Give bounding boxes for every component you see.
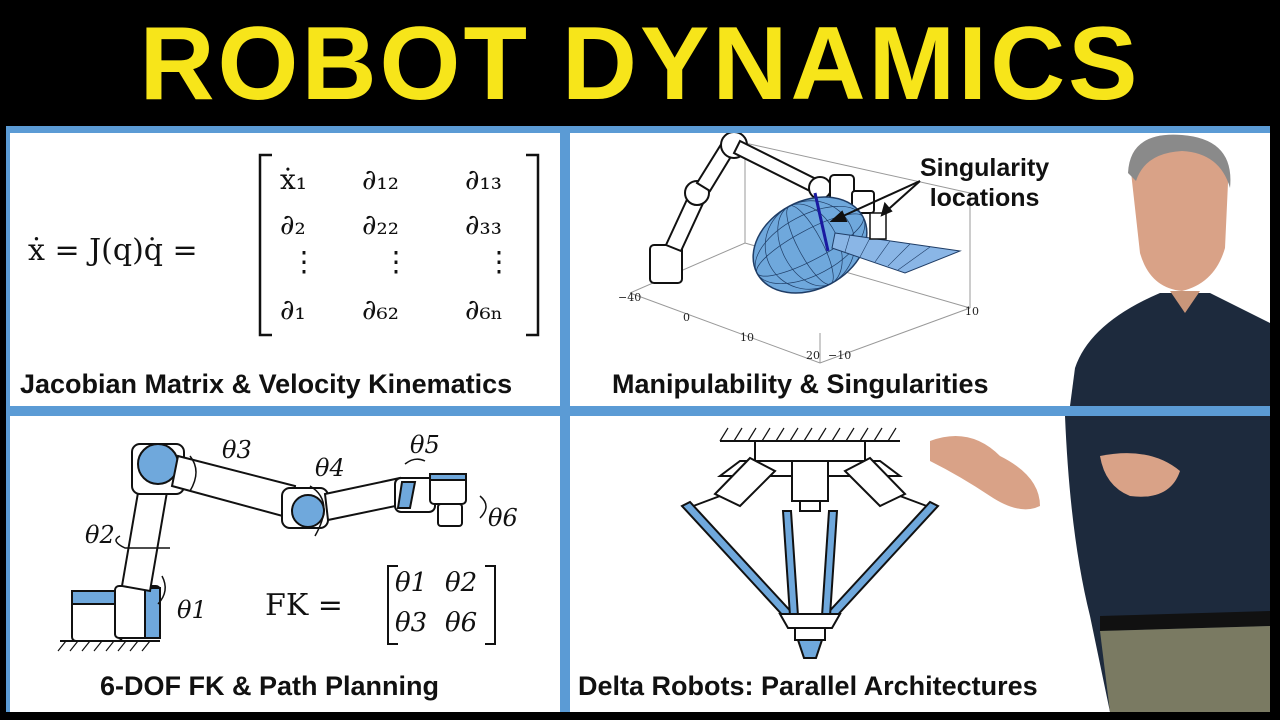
joint-label-theta4: θ4	[315, 454, 345, 482]
jacobian-cell-42: ∂₆₂	[362, 293, 399, 326]
title-banner: ROBOT DYNAMICS	[0, 0, 1280, 126]
tick-label: 0	[683, 311, 690, 324]
manipulability-plot	[629, 133, 971, 364]
jacobian-cell-43: ∂₆ₙ	[465, 293, 503, 326]
joint-label-theta6: θ6	[488, 504, 518, 532]
joint-label-theta5: θ5	[410, 431, 440, 459]
fk-label: FK =	[265, 588, 343, 623]
fk-cell-22: θ6	[445, 608, 478, 638]
jacobian-cell-33: ⋮	[485, 245, 513, 278]
delta-panel: Delta Robots: Parallel Architectures	[570, 416, 1270, 712]
tick-label: −40	[618, 291, 642, 304]
manipulability-panel: Singularity locations −40 0 10 20 −10 10…	[570, 133, 1270, 406]
singularity-annotation-line1: Singularity	[920, 154, 1050, 182]
tick-label: 10	[740, 331, 754, 344]
presenter-torso-image	[930, 416, 1270, 712]
jacobian-panel: ẋ = J(q)q̇ = ẋ₁ ∂₁₂ ∂₁₃ ∂₂ ∂₂₂ ∂₃₃ ⋮ ⋮ ⋮…	[10, 133, 560, 406]
jacobian-cell-32: ⋮	[382, 245, 410, 278]
fk-caption: 6-DOF FK & Path Planning	[100, 671, 440, 701]
jacobian-cell-11: ẋ₁	[280, 163, 308, 196]
robot-arm-icon	[649, 133, 875, 284]
jacobian-cell-41: ∂₁	[280, 293, 306, 326]
tick-label: 20	[806, 349, 820, 362]
jacobian-cell-21: ∂₂	[280, 208, 306, 241]
tick-label: 10	[965, 305, 979, 318]
fk-cell-11: θ1	[395, 568, 428, 598]
presenter-image	[1070, 134, 1270, 406]
jacobian-cell-13: ∂₁₃	[465, 163, 502, 196]
joint-label-theta3: θ3	[222, 436, 252, 464]
singularity-annotation-line2: locations	[929, 184, 1040, 212]
fk-cell-12: θ2	[445, 568, 478, 598]
joint-label-theta2: θ2	[85, 521, 115, 549]
video-title: ROBOT DYNAMICS	[139, 6, 1141, 122]
singularity-annotation: Singularity locations	[920, 153, 1049, 213]
six-dof-arm	[57, 443, 487, 652]
jacobian-caption: Jacobian Matrix & Velocity Kinematics	[20, 369, 513, 399]
fk-cell-21: θ3	[395, 608, 428, 638]
fk-matrix-brackets	[387, 565, 496, 645]
jacobian-cell-12: ∂₁₂	[362, 163, 399, 196]
fk-panel: θ1 θ2 θ3 θ4 θ5 θ6 FK = θ1 θ2 θ3 θ6 6-DOF…	[10, 416, 560, 712]
jacobian-cell-23: ∂₃₃	[465, 208, 502, 241]
jacobian-cell-22: ∂₂₂	[362, 208, 399, 241]
singularity-plane-icon	[831, 212, 962, 274]
matrix-brackets	[258, 153, 540, 337]
delta-caption: Delta Robots: Parallel Architectures	[578, 671, 1038, 701]
tick-label: −10	[828, 349, 852, 362]
joint-label-theta1: θ1	[177, 596, 207, 624]
jacobian-cell-31: ⋮	[290, 245, 318, 278]
manipulability-caption: Manipulability & Singularities	[612, 369, 989, 399]
jacobian-equation-lhs: ẋ = J(q)q̇ =	[28, 233, 198, 268]
delta-robot-diagram	[680, 427, 940, 659]
